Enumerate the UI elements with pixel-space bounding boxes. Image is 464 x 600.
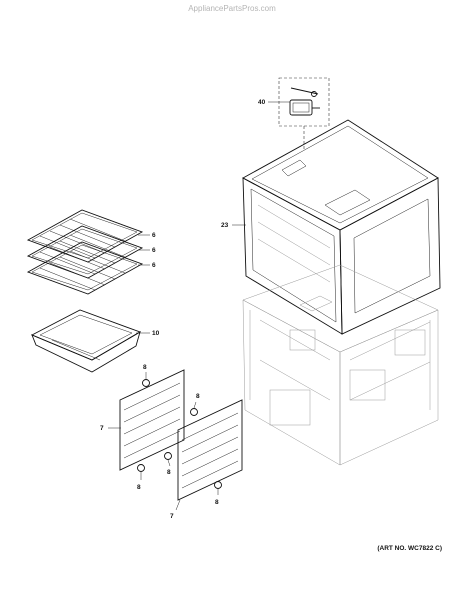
callout-7-left: 7 <box>100 425 104 432</box>
art-number: (ART NO. WC7822 C) <box>377 545 442 552</box>
cavity-left-face <box>242 177 343 335</box>
callout-8-left-bottom: 8 <box>137 484 141 491</box>
callout-7-right: 7 <box>170 513 174 520</box>
callout-8-right-bottom-b: 8 <box>215 499 219 506</box>
callout-8-right-top: 8 <box>196 393 200 400</box>
rack-support-right[interactable] <box>177 399 243 501</box>
watermark: AppliancePartsPros.com <box>188 4 276 13</box>
callout-8-left-top: 8 <box>143 364 147 371</box>
leader-line-7-right <box>175 499 181 511</box>
callout-6-bottom: 6 <box>152 262 156 269</box>
thermostat-body <box>289 99 313 116</box>
thermostat-part-group[interactable] <box>278 77 330 150</box>
cavity-right-face <box>339 177 441 335</box>
broiler-pan[interactable] <box>30 309 142 373</box>
oven-rack-bottom[interactable] <box>26 241 144 295</box>
oven-cavity[interactable] <box>242 119 441 335</box>
oven-rack-middle[interactable] <box>26 225 144 279</box>
callout-23: 23 <box>221 222 229 229</box>
screw-left-top[interactable] <box>142 372 150 387</box>
callout-6-middle: 6 <box>152 247 156 254</box>
screw-left-bottom[interactable] <box>137 464 145 481</box>
screw-right-bottom-b[interactable] <box>214 481 222 496</box>
oven-chassis-frame <box>242 264 439 466</box>
callout-6-top: 6 <box>152 232 156 239</box>
rack-support-left[interactable] <box>119 369 185 471</box>
callout-40: 40 <box>258 99 266 106</box>
thermostat-probe <box>290 87 319 95</box>
callout-10: 10 <box>152 330 160 337</box>
screw-right-top[interactable] <box>190 401 198 416</box>
callout-8-right-bottom-a: 8 <box>167 469 171 476</box>
screw-right-bottom-a[interactable] <box>164 452 172 467</box>
